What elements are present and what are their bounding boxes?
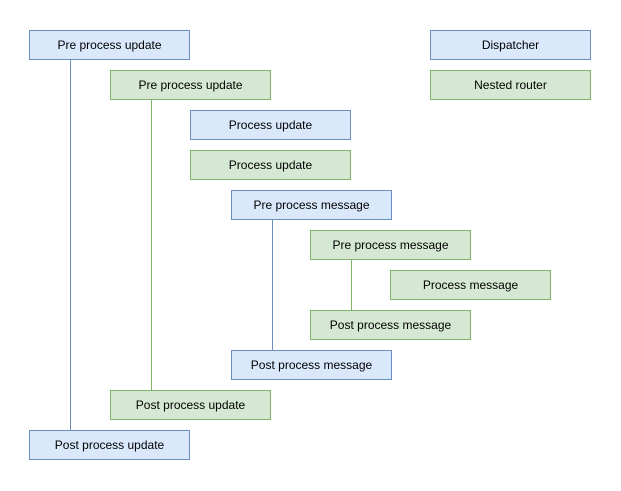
node-pre-process-message-dispatcher[interactable]: Pre process message: [231, 190, 392, 220]
node-label: Post process message: [250, 358, 373, 372]
node-label: Post process update: [135, 398, 246, 412]
node-post-process-update-dispatcher[interactable]: Post process update: [29, 430, 190, 460]
legend-item-label: Dispatcher: [481, 38, 540, 52]
node-pre-process-message-router[interactable]: Pre process message: [310, 230, 471, 260]
node-label: Process update: [228, 158, 313, 172]
node-label: Pre process message: [253, 198, 370, 212]
node-post-process-update-router[interactable]: Post process update: [110, 390, 271, 420]
node-label: Post process update: [54, 438, 165, 452]
connector-edge-router-update: [151, 100, 152, 390]
connector-edge-dispatcher-message: [272, 220, 273, 350]
node-label: Process update: [228, 118, 313, 132]
connector-edge-router-message: [351, 260, 352, 310]
legend-item-router: Nested router: [430, 70, 591, 100]
legend-item-dispatcher: Dispatcher: [430, 30, 591, 60]
connector-edge-dispatcher-update: [70, 60, 71, 430]
node-label: Post process message: [329, 318, 452, 332]
legend-item-label: Nested router: [474, 78, 547, 92]
node-pre-process-update-dispatcher[interactable]: Pre process update: [29, 30, 190, 60]
node-process-update-router[interactable]: Process update: [190, 150, 351, 180]
node-label: Process message: [422, 278, 519, 292]
node-process-message-router[interactable]: Process message: [390, 270, 551, 300]
node-label: Pre process message: [332, 238, 449, 252]
node-post-process-message-router[interactable]: Post process message: [310, 310, 471, 340]
node-process-update-dispatcher[interactable]: Process update: [190, 110, 351, 140]
node-pre-process-update-router[interactable]: Pre process update: [110, 70, 271, 100]
node-post-process-message-dispatcher[interactable]: Post process message: [231, 350, 392, 380]
node-label: Pre process update: [138, 78, 243, 92]
node-label: Pre process update: [57, 38, 162, 52]
